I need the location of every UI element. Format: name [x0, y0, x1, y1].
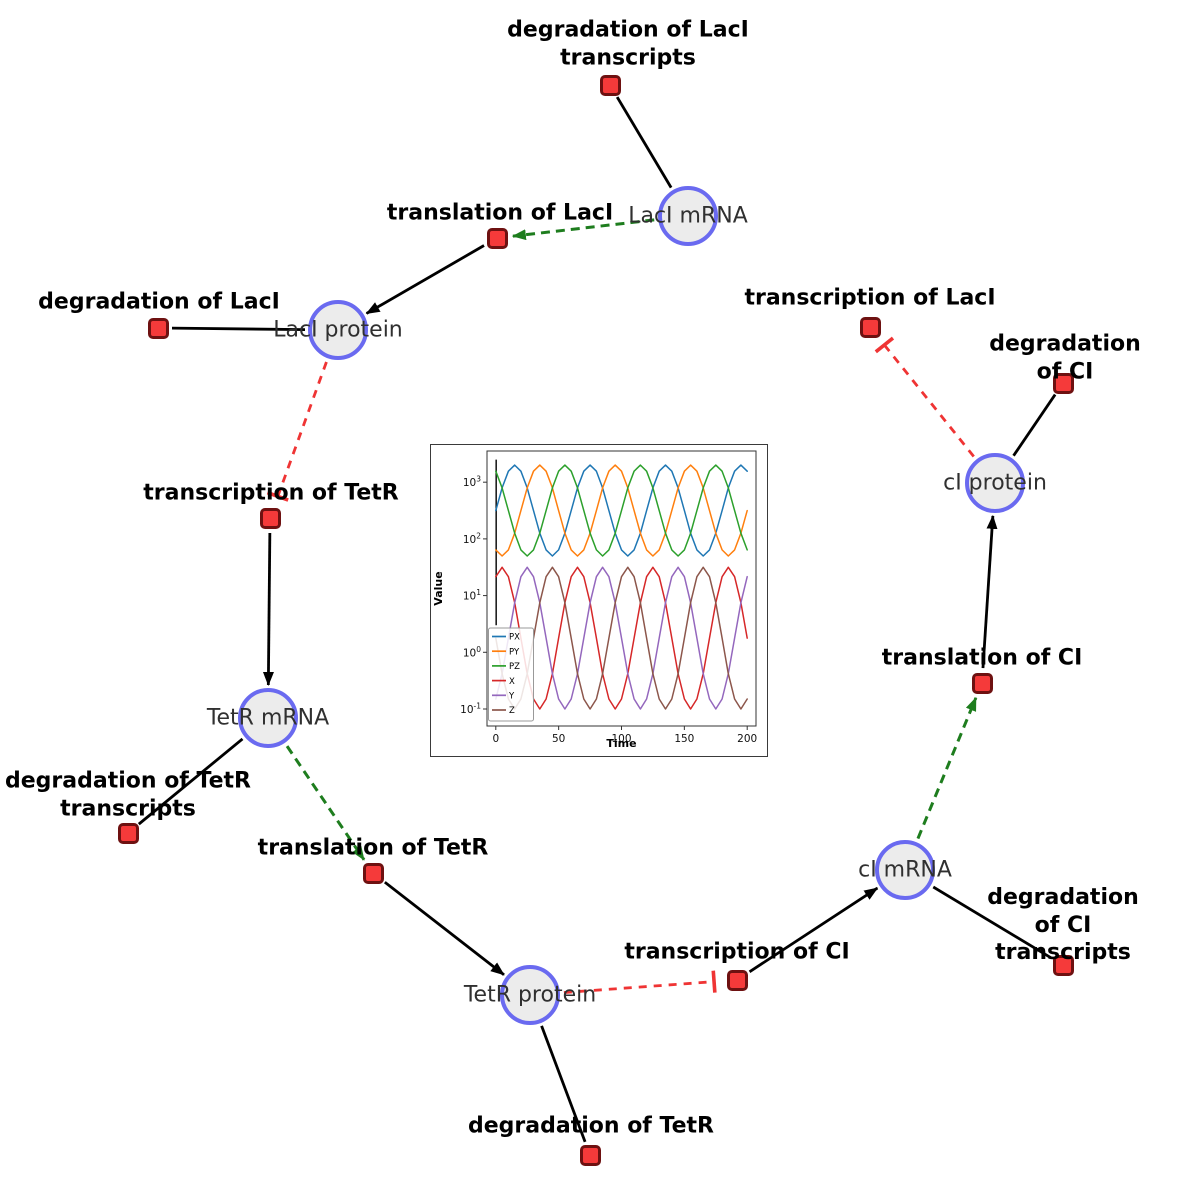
reaction-node-deg_ci[interactable]: [1052, 372, 1074, 394]
legend-label-PY: PY: [509, 647, 520, 657]
species-node-laci_protein[interactable]: [308, 300, 368, 360]
reaction-label-deg_tetr_tx: degradation of TetR transcripts: [4, 768, 252, 822]
species-node-ci_protein[interactable]: [965, 453, 1025, 513]
edge-production-translation_tetr-tetr_protein: [383, 881, 505, 976]
legend-label-Y: Y: [508, 692, 515, 702]
reaction-label-translation_laci: translation of LacI: [386, 200, 614, 226]
edge-consumption-laci_mrna-deg_laci_tx: [615, 96, 673, 189]
edge-catalysis-tetr_mrna-translation_tetr: [285, 745, 366, 861]
reaction-node-translation_ci[interactable]: [971, 672, 993, 694]
reaction-label-translation_ci: translation of CI: [881, 645, 1083, 671]
reaction-label-transcription_tetr: transcription of TetR: [143, 480, 399, 506]
series-line-Z: [495, 566, 748, 710]
legend-label-X: X: [509, 677, 515, 687]
edge-consumption-ci_mrna-deg_ci_tx: [932, 885, 1052, 959]
reaction-node-translation_tetr[interactable]: [362, 862, 384, 884]
series-line-X: [495, 566, 748, 710]
edge-consumption-laci_protein-deg_laci: [171, 326, 306, 332]
species-node-ci_mrna[interactable]: [875, 840, 935, 900]
species-node-laci_mrna[interactable]: [658, 186, 718, 246]
reaction-node-transcription_tetr[interactable]: [259, 507, 281, 529]
species-label-ci_mrna: cI mRNA: [858, 857, 952, 883]
reaction-node-deg_laci[interactable]: [147, 317, 169, 339]
inhibition-tee: [711, 970, 717, 993]
reaction-node-transcription_laci[interactable]: [859, 316, 881, 338]
species-node-tetr_protein[interactable]: [500, 965, 560, 1025]
reaction-label-deg_laci_tx: degradation of LacI transcripts: [507, 17, 749, 71]
reaction-label-deg_ci_tx: degradation of CI transcripts: [987, 884, 1139, 965]
species-label-laci_protein: LacI protein: [273, 317, 403, 343]
edge-production-transcription_tetr-tetr_mrna: [262, 532, 274, 687]
x-tick-label: 50: [552, 733, 565, 745]
reaction-label-deg_ci: degradation of CI: [989, 331, 1141, 385]
y-axis-label: Value: [432, 571, 445, 605]
species-label-ci_protein: cI protein: [943, 470, 1047, 496]
edge-consumption-ci_protein-deg_ci: [1012, 393, 1057, 457]
series-line-Y: [495, 566, 748, 710]
reaction-label-deg_laci: degradation of LacI: [38, 289, 280, 315]
edge-production-translation_laci-laci_protein: [365, 244, 485, 315]
x-tick-label: 150: [674, 733, 694, 745]
legend-label-Z: Z: [509, 706, 515, 716]
x-tick-label: 100: [611, 733, 631, 745]
species-node-tetr_mrna[interactable]: [238, 688, 298, 748]
reaction-label-translation_tetr: translation of TetR: [257, 835, 489, 861]
y-tick-label: 101: [463, 588, 481, 603]
reaction-node-translation_laci[interactable]: [486, 227, 508, 249]
series-line-PX: [495, 464, 748, 557]
x-tick-label: 0: [492, 733, 499, 745]
inhibition-tee: [266, 490, 289, 502]
y-tick-label: 10-1: [460, 701, 481, 716]
y-tick-label: 103: [463, 475, 481, 490]
series-line-PZ: [495, 464, 748, 557]
species-label-tetr_protein: TetR protein: [463, 982, 597, 1008]
inhibition-tee: [874, 336, 895, 354]
reaction-label-transcription_ci: transcription of CI: [624, 939, 850, 965]
reaction-label-transcription_laci: transcription of LacI: [744, 285, 996, 311]
reaction-node-deg_tetr_tx[interactable]: [117, 822, 139, 844]
reaction-node-deg_laci_tx[interactable]: [599, 74, 621, 96]
edge-inhibition-tetr_protein-transcription_ci: [563, 980, 715, 994]
x-axis-label: Time: [606, 737, 636, 750]
y-tick-label: 102: [463, 531, 481, 546]
x-tick-label: 200: [737, 733, 757, 745]
reaction-node-deg_tetr[interactable]: [579, 1144, 601, 1166]
edge-catalysis-laci_mrna-translation_laci: [511, 218, 655, 241]
species-label-laci_mrna: LacI mRNA: [628, 203, 748, 229]
reaction-node-transcription_ci[interactable]: [726, 969, 748, 991]
y-tick-label: 100: [463, 645, 481, 660]
edge-production-translation_ci-ci_protein: [981, 514, 998, 669]
edge-production-transcription_ci-ci_mrna: [748, 886, 879, 973]
edge-catalysis-ci_mrna-translation_ci: [916, 696, 978, 840]
species-label-tetr_mrna: TetR mRNA: [206, 705, 330, 731]
reaction-node-deg_ci_tx[interactable]: [1052, 954, 1074, 976]
reaction-label-deg_tetr: degradation of TetR: [467, 1113, 715, 1139]
edge-consumption-tetr_mrna-deg_tetr_tx: [137, 737, 244, 826]
series-line-PY: [495, 464, 748, 557]
edge-consumption-tetr_protein-deg_tetr: [540, 1025, 587, 1143]
legend-label-PX: PX: [509, 633, 520, 643]
legend-label-PZ: PZ: [509, 662, 520, 672]
